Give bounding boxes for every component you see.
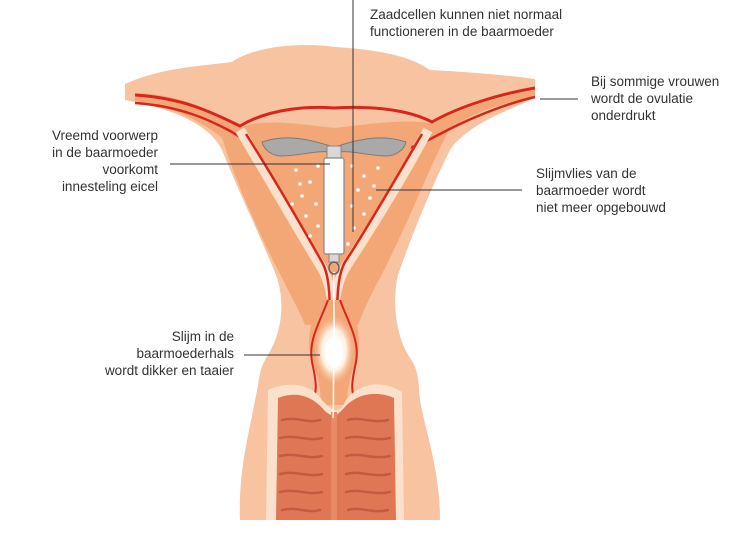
annotation-lining-line2: baarmoeder wordt xyxy=(536,182,666,199)
annotation-lining-line3: niet meer opgebouwd xyxy=(536,199,666,216)
vagina-center-fold xyxy=(331,412,337,520)
annotation-ovulation-line2: wordt de ovulatie xyxy=(591,90,719,107)
annotation-foreign-object-line4: innesteling eicel xyxy=(52,178,158,195)
annotation-lining: Slijmvlies van de baarmoeder wordt niet … xyxy=(536,165,666,216)
annotation-ovulation-line3: onderdrukt xyxy=(591,107,719,124)
annotation-foreign-object: Vreemd voorwerp in de baarmoeder voorkom… xyxy=(52,127,158,195)
annotation-ovulation: Bij sommige vrouwen wordt de ovulatie on… xyxy=(591,73,719,124)
annotation-mucus-line1: Slijm in de xyxy=(105,328,234,345)
annotation-lining-line1: Slijmvlies van de xyxy=(536,165,666,182)
annotation-sperm-line1: Zaadcellen kunnen niet normaal xyxy=(370,6,562,23)
annotation-foreign-object-line3: voorkomt xyxy=(52,161,158,178)
annotation-foreign-object-line1: Vreemd voorwerp xyxy=(52,127,158,144)
annotation-mucus-line2: baarmoederhals xyxy=(105,345,234,362)
annotation-ovulation-line1: Bij sommige vrouwen xyxy=(591,73,719,90)
annotation-mucus: Slijm in de baarmoederhals wordt dikker … xyxy=(105,328,234,379)
annotation-sperm-line2: functioneren in de baarmoeder xyxy=(370,23,562,40)
annotation-mucus-line3: wordt dikker en taaier xyxy=(105,362,234,379)
annotation-sperm: Zaadcellen kunnen niet normaal functione… xyxy=(370,6,562,40)
annotation-foreign-object-line2: in de baarmoeder xyxy=(52,144,158,161)
